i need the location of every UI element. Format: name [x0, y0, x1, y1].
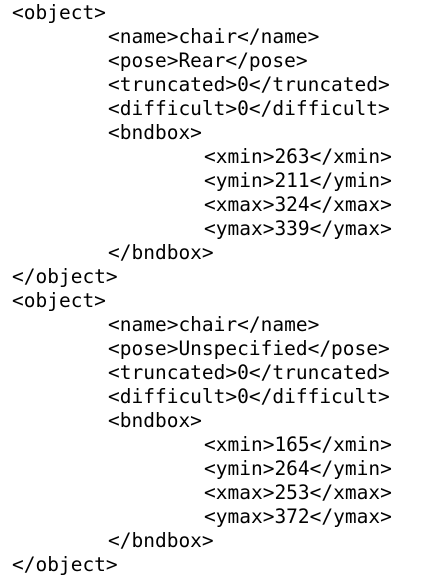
xml-line-name-1: <name>chair</name>	[108, 25, 320, 48]
xml-line-bndbox-close-2: </bndbox>	[108, 529, 214, 552]
xml-line-truncated-1: <truncated>0</truncated>	[108, 73, 390, 96]
xml-line-pose-2: <pose>Unspecified</pose>	[108, 337, 390, 360]
xml-line-object-close-1: </object>	[12, 265, 118, 288]
xml-line-difficult-2: <difficult>0</difficult>	[108, 385, 390, 408]
xml-line-xmax-1: <xmax>324</xmax>	[204, 193, 392, 216]
xml-line-ymax-1: <ymax>339</ymax>	[204, 217, 392, 240]
xml-line-ymin-2: <ymin>264</ymin>	[204, 457, 392, 480]
xml-line-xmax-2: <xmax>253</xmax>	[204, 481, 392, 504]
xml-line-object-open-2: <object>	[12, 289, 106, 312]
xml-line-ymin-1: <ymin>211</ymin>	[204, 169, 392, 192]
xml-line-xmin-1: <xmin>263</xmin>	[204, 145, 392, 168]
xml-line-pose-1: <pose>Rear</pose>	[108, 49, 308, 72]
xml-line-name-2: <name>chair</name>	[108, 313, 320, 336]
xml-line-truncated-2: <truncated>0</truncated>	[108, 361, 390, 384]
xml-line-difficult-1: <difficult>0</difficult>	[108, 97, 390, 120]
xml-document: <object><name>chair</name><pose>Rear</po…	[12, 1, 392, 577]
xml-line-xmin-2: <xmin>165</xmin>	[204, 433, 392, 456]
xml-line-object-open-1: <object>	[12, 1, 106, 24]
xml-line-bndbox-close-1: </bndbox>	[108, 241, 214, 264]
xml-line-bndbox-open-1: <bndbox>	[108, 121, 202, 144]
xml-line-object-close-2: </object>	[12, 553, 118, 576]
xml-line-bndbox-open-2: <bndbox>	[108, 409, 202, 432]
xml-line-ymax-2: <ymax>372</ymax>	[204, 505, 392, 528]
